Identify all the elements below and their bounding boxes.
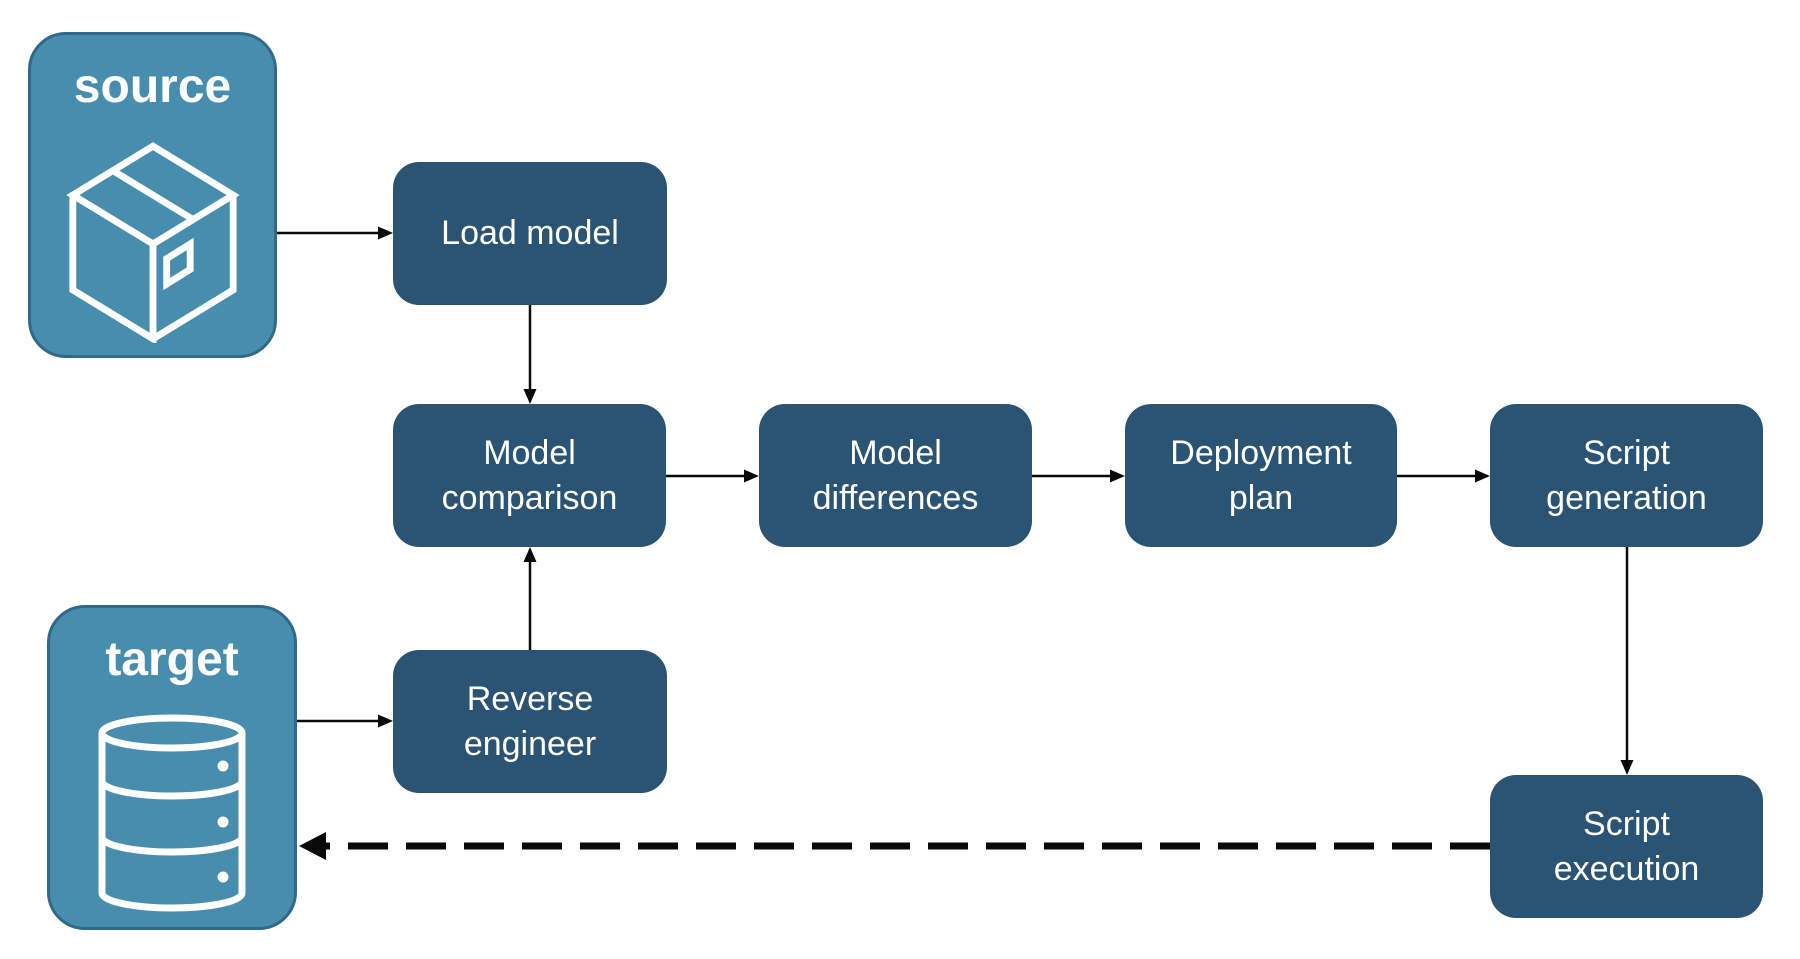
process-label: Load model [441,214,619,252]
store-label-target: target [105,633,239,686]
arrowhead-right [378,714,393,728]
process-node-script-generation: Script generation [1490,404,1763,547]
edge-source-load-model [277,226,393,240]
process-node-model-differences: Model differences [759,404,1032,547]
process-label: Script generation [1546,433,1707,517]
edge-script-execution-target-dashed [299,832,1490,860]
database-icon [98,714,246,912]
arrowhead-right [378,226,393,240]
store-label-source: source [73,60,232,113]
arrowhead-right [1110,469,1125,483]
edge-deployment-plan-script-generation [1397,469,1490,483]
arrowhead-down [1620,760,1634,775]
process-node-load-model: Load model [393,162,667,305]
process-node-deployment-plan: Deployment plan [1125,404,1397,547]
edge-script-generation-script-execution [1620,547,1634,775]
process-node-script-execution: Script execution [1490,775,1763,918]
arrowhead-right [1475,469,1490,483]
arrowhead-down [523,389,537,404]
arrowhead-up [523,547,537,562]
process-label: Model comparison [441,433,618,517]
arrowhead-right [744,469,759,483]
process-label: Deployment plan [1170,433,1352,517]
package-icon [65,142,240,343]
process-label: Reverse engineer [463,679,597,763]
edge-model-differences-deployment-plan [1032,469,1125,483]
edge-target-reverse-engineer [297,714,393,728]
process-label: Script execution [1553,804,1700,888]
edge-load-model-model-comparison [523,305,537,404]
store-node-source: source [28,32,277,358]
arrowhead-left [299,832,326,860]
edge-model-comparison-model-differences [666,469,759,483]
process-label: Model differences [812,433,979,517]
store-node-target: target [47,605,297,930]
process-node-reverse-engineer: Reverse engineer [393,650,667,793]
edge-reverse-engineer-model-comparison [523,547,537,650]
process-node-model-comparison: Model comparison [393,404,666,547]
